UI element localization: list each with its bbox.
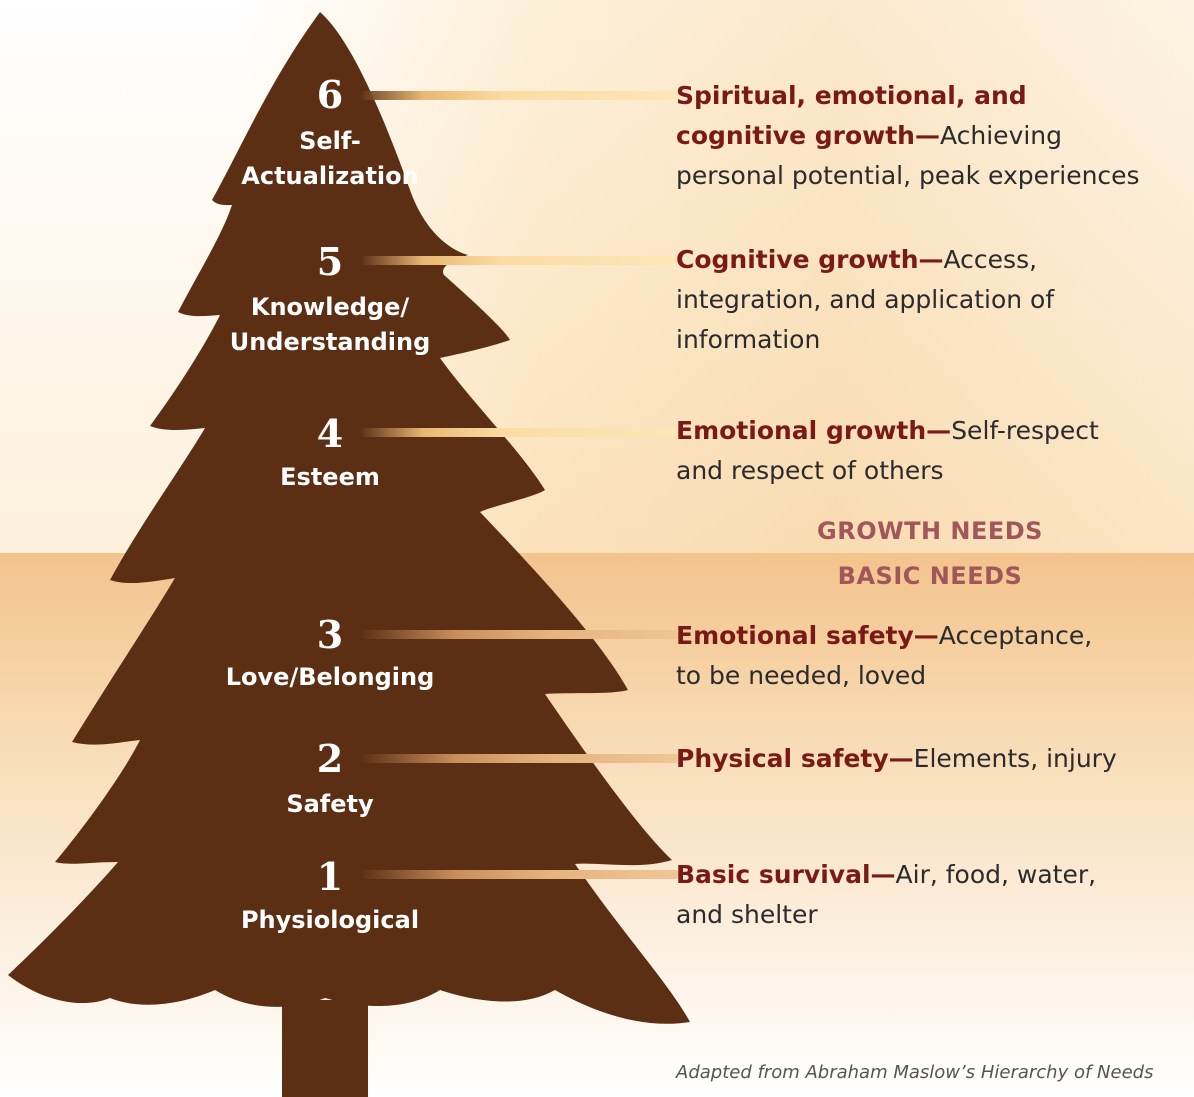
level-number: 6 bbox=[316, 72, 344, 117]
basic-needs-label: BASIC NEEDS bbox=[837, 562, 1023, 590]
level-number: 4 bbox=[316, 411, 344, 456]
level-description-lead: Basic survival— bbox=[676, 860, 896, 889]
level-description-text: Air, food, water, and shelter bbox=[676, 860, 1097, 929]
level-connector-line bbox=[360, 256, 680, 265]
growth-needs-label: GROWTH NEEDS bbox=[817, 517, 1043, 545]
level-description-lead: Emotional growth— bbox=[676, 416, 952, 445]
level-description-lead: Physical safety— bbox=[676, 744, 914, 773]
level-name: Self-Actualization bbox=[241, 127, 419, 190]
level-name: Safety bbox=[286, 790, 374, 818]
source-note: Adapted from Abraham Maslow’s Hierarchy … bbox=[676, 1062, 1154, 1083]
level-description: Emotional growth—Self-respect and respec… bbox=[676, 411, 1116, 491]
level-description-lead: Emotional safety— bbox=[676, 621, 939, 650]
level-description-text: Acceptance, to be needed, loved bbox=[676, 621, 1093, 690]
level-description: Cognitive growth—Access, integration, an… bbox=[676, 240, 1066, 360]
level-description-lead: Cognitive growth— bbox=[676, 245, 944, 274]
level-name: Knowledge/Understanding bbox=[229, 293, 431, 356]
level-connector-line bbox=[360, 870, 680, 879]
level-connector-line bbox=[360, 754, 680, 763]
level-name: Esteem bbox=[280, 463, 380, 491]
level-description: Spiritual, emotional, and cognitive grow… bbox=[676, 76, 1156, 196]
tree-trunk bbox=[282, 1000, 368, 1097]
tree-canopy bbox=[8, 12, 690, 1024]
level-description-text: Self-respect and respect of others bbox=[676, 416, 1099, 485]
level-name: Love/Belonging bbox=[225, 663, 435, 691]
level-number: 1 bbox=[316, 854, 344, 899]
level-number: 2 bbox=[316, 736, 344, 781]
level-description: Emotional safety—Acceptance, to be neede… bbox=[676, 616, 1106, 696]
level-description-lead: Spiritual, emotional, and cognitive grow… bbox=[676, 81, 1027, 150]
level-description: Physical safety—Elements, injury bbox=[676, 739, 1156, 779]
level-number: 5 bbox=[316, 239, 344, 284]
level-connector-line bbox=[360, 91, 680, 100]
level-name: Physiological bbox=[240, 906, 420, 934]
level-description-text: Achieving personal potential, peak exper… bbox=[676, 121, 1140, 190]
level-connector-line bbox=[360, 428, 680, 437]
level-description-text: Access, integration, and application of … bbox=[676, 245, 1055, 354]
level-number: 3 bbox=[316, 612, 344, 657]
level-connector-line bbox=[360, 630, 680, 639]
level-description: Basic survival—Air, food, water, and she… bbox=[676, 855, 1116, 935]
level-description-text: Elements, injury bbox=[913, 744, 1117, 773]
